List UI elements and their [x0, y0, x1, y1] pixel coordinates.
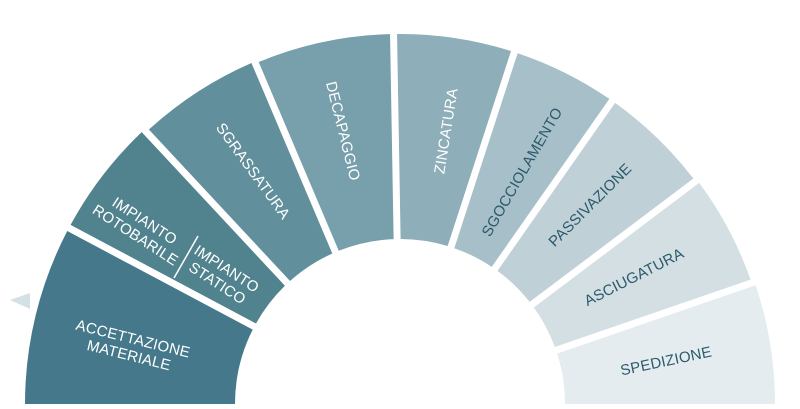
stage-segment-1 — [25, 231, 253, 404]
stage-segment-3 — [148, 62, 333, 281]
stage-segment-9 — [557, 285, 775, 404]
stage-segment-5 — [397, 34, 512, 247]
start-marker-arrow — [10, 293, 30, 309]
stage-segment-7 — [497, 102, 694, 302]
stage-segment-4 — [258, 34, 394, 251]
stage-segment-2 — [70, 132, 285, 324]
stage-segment-8 — [533, 182, 751, 347]
stage-segment-6 — [454, 53, 610, 267]
stage-2-divider — [173, 235, 199, 279]
